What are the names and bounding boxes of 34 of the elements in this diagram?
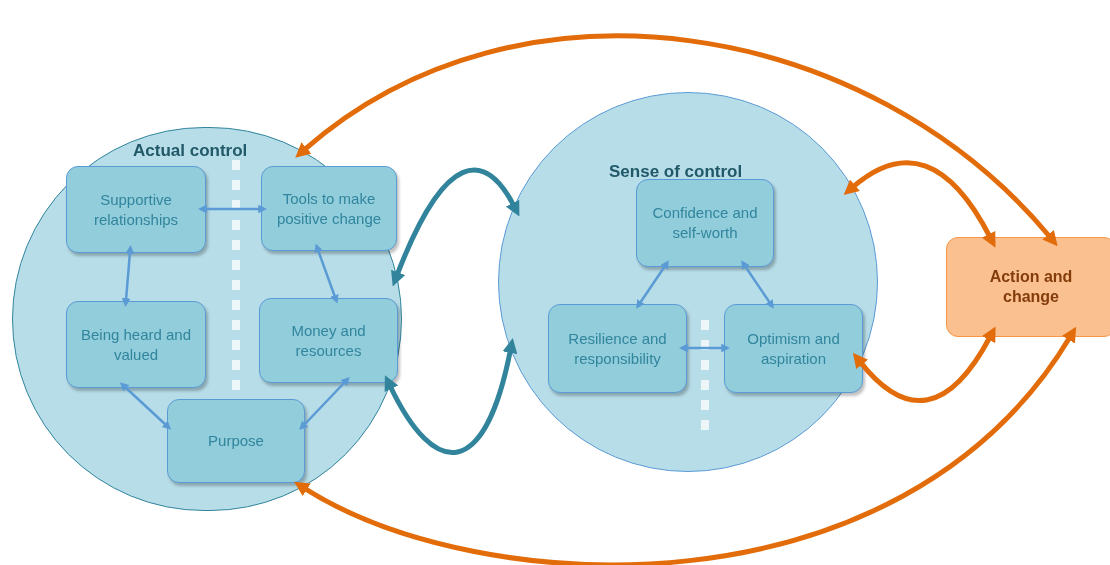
double-arrow bbox=[741, 260, 774, 309]
box-label: Money and resources bbox=[290, 320, 367, 361]
box-label: Supportive relationships bbox=[92, 189, 180, 230]
curved-arrow bbox=[293, 327, 1078, 565]
box-label: Tools to make positive change bbox=[275, 188, 383, 229]
curved-arrow bbox=[843, 160, 996, 248]
curved-arrow bbox=[384, 338, 518, 455]
curved-arrow bbox=[852, 326, 996, 403]
double-arrow bbox=[636, 260, 669, 309]
box-label: Action and change bbox=[988, 267, 1074, 307]
rounded-box bbox=[724, 304, 863, 393]
box-label: Confidence and self-worth bbox=[651, 203, 759, 243]
curved-arrow bbox=[391, 167, 520, 287]
box-label: Purpose bbox=[208, 431, 264, 451]
action-box bbox=[946, 237, 1110, 337]
rounded-box bbox=[66, 301, 206, 388]
rounded-box bbox=[167, 399, 305, 483]
double-arrow bbox=[299, 376, 350, 431]
double-arrow bbox=[121, 245, 135, 307]
rounded-box bbox=[261, 166, 397, 251]
double-arrow bbox=[679, 343, 730, 353]
rounded-box bbox=[636, 179, 774, 267]
box-label: Resilience and responsibility bbox=[567, 328, 668, 369]
box-label: Optimism and aspiration bbox=[746, 328, 841, 369]
circle-heading: Actual control bbox=[133, 140, 248, 162]
double-arrow bbox=[198, 204, 267, 214]
curved-arrow bbox=[294, 33, 1059, 246]
circle-heading: Sense of control bbox=[609, 161, 743, 183]
double-arrow bbox=[119, 382, 172, 430]
rounded-box bbox=[259, 298, 398, 383]
rounded-box bbox=[548, 304, 687, 393]
box-label: Being heard and valued bbox=[79, 324, 193, 365]
double-arrow bbox=[314, 243, 339, 304]
rounded-box bbox=[66, 166, 206, 253]
